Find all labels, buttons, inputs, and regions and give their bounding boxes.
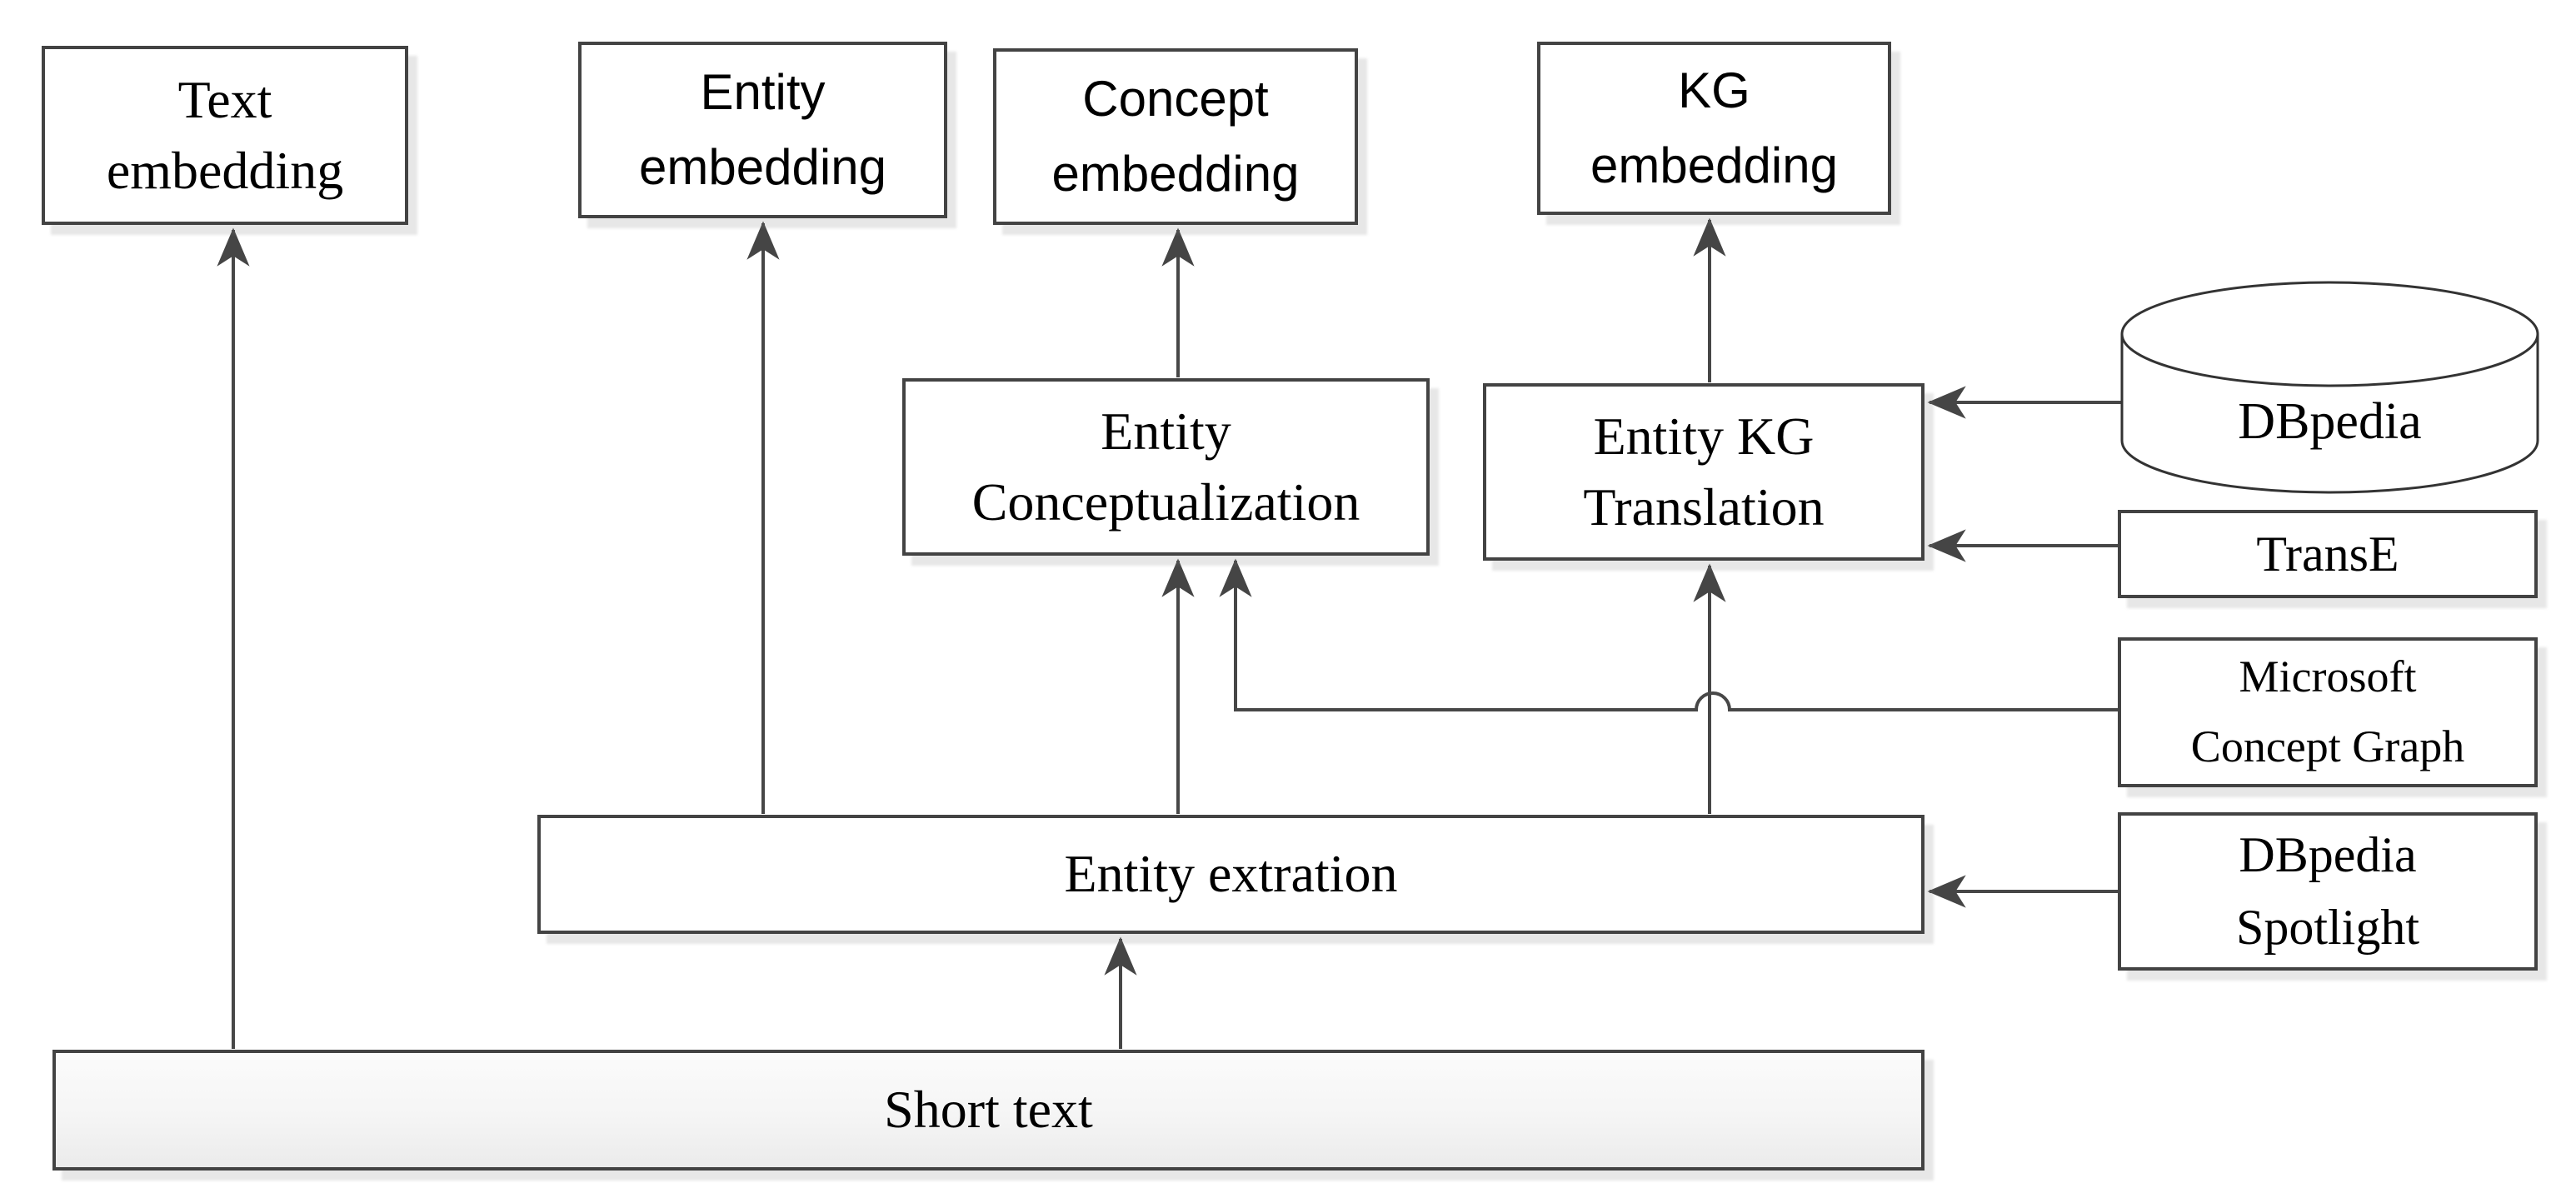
node-kg-embedding: KG embedding [1537,42,1891,215]
node-dbpedia-spotlight-label: DBpedia Spotlight [2235,827,2420,955]
node-microsoft-concept-graph-label: Microsoft Concept Graph [2190,651,2465,771]
node-kg-embedding-label: KG embedding [1590,62,1838,193]
node-entity-extraction: Entity extration [537,815,1925,934]
node-entity-embedding-label: Entity embedding [639,64,886,195]
node-concept-embedding: Concept embedding [993,48,1358,225]
node-text-embedding: Text embedding [42,46,408,225]
node-dbpedia: DBpedia [2120,281,2539,494]
node-entity-kg-translation: Entity KG Translation [1483,383,1925,561]
edge-microsoft-concept-graph-to-entity-conceptualization [1219,558,2118,711]
node-entity-embedding: Entity embedding [578,42,947,218]
node-microsoft-concept-graph: Microsoft Concept Graph [2118,637,2538,787]
node-dbpedia-spotlight: DBpedia Spotlight [2118,812,2538,971]
node-text-embedding-label: Text embedding [106,70,344,200]
node-short-text: Short text [52,1050,1925,1171]
node-entity-extraction-label: Entity extration [1064,844,1398,904]
node-entity-conceptualization: Entity Conceptualization [902,378,1430,556]
database-cylinder-icon [2120,281,2539,494]
node-entity-kg-translation-label: Entity KG Translation [1583,407,1825,537]
node-dbpedia-label: DBpedia [2238,393,2422,450]
node-transe: TransE [2118,510,2538,598]
node-short-text-label: Short text [884,1080,1093,1140]
node-transe-label: TransE [2256,526,2399,582]
node-concept-embedding-label: Concept embedding [1051,71,1300,202]
node-entity-conceptualization-label: Entity Conceptualization [971,402,1360,532]
